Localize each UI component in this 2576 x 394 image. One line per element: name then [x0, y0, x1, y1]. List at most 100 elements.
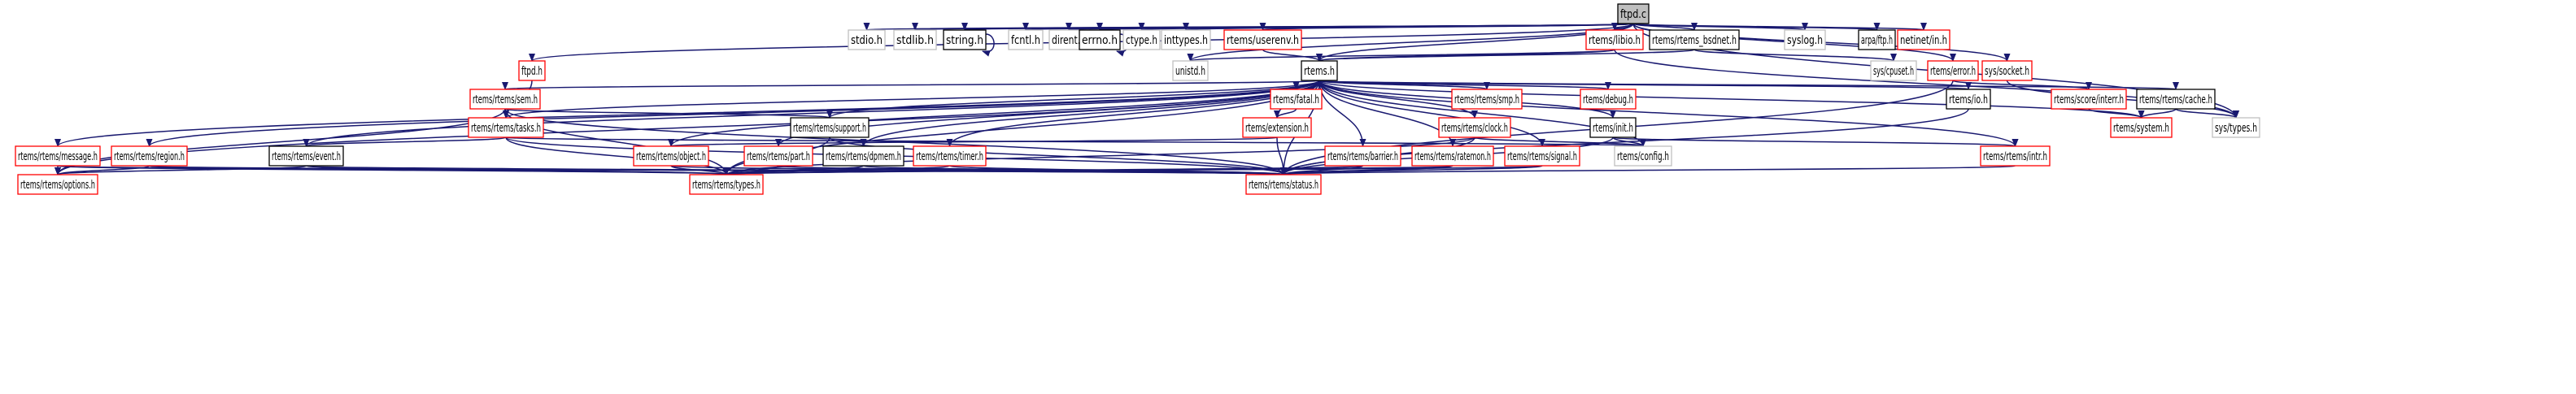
node-box — [1161, 29, 1211, 50]
node-interr[interactable]: rtems/score/interr.h — [2051, 89, 2127, 110]
edge-line — [303, 136, 507, 147]
node-systypes[interactable]: sys/types.h — [2212, 117, 2260, 138]
node-box — [2212, 117, 2260, 138]
node-label: rtems/fatal.h — [1273, 93, 1319, 106]
node-stdlib[interactable]: stdlib.h — [893, 29, 937, 50]
node-event[interactable]: rtems/rtems/event.h — [268, 145, 344, 167]
edge-tasks-to-types — [505, 136, 730, 175]
node-label: rtems/rtems/clock.h — [1441, 122, 1508, 135]
edge-line — [1474, 136, 1646, 147]
edge-line — [1632, 22, 1927, 31]
edge-userenv-to-rtems-h — [1262, 49, 1323, 62]
node-syslog[interactable]: syslog.h — [1784, 29, 1826, 50]
node-unistd[interactable]: unistd.h — [1172, 60, 1209, 81]
node-ctype[interactable]: ctype.h — [1122, 29, 1161, 50]
edge-bsdnet-to-rtems-h — [1316, 49, 1695, 62]
node-socket[interactable]: sys/socket.h — [1981, 60, 2033, 81]
node-extension[interactable]: rtems/extension.h — [1242, 117, 1312, 138]
node-ftpd-c[interactable]: ftpd.c — [1617, 3, 1650, 24]
node-message[interactable]: rtems/rtems/message.h — [15, 145, 101, 167]
node-cache[interactable]: rtems/rtems/cache.h — [2136, 89, 2216, 110]
node-dpmem[interactable]: rtems/rtems/dpmem.h — [822, 145, 904, 167]
node-box — [17, 174, 98, 195]
node-box — [111, 145, 188, 167]
edge-string-to-string — [982, 33, 995, 57]
node-label: arpa/ftp.h — [1861, 34, 1893, 47]
node-region[interactable]: rtems/rtems/region.h — [111, 145, 188, 167]
node-label: rtems/rtems/barrier.h — [1327, 150, 1398, 163]
node-sem[interactable]: rtems/rtems/sem.h — [469, 89, 541, 110]
edge-line — [503, 80, 1320, 119]
node-error[interactable]: rtems/error.h — [1927, 60, 1979, 81]
edge-line — [723, 165, 951, 175]
node-io[interactable]: rtems/io.h — [1946, 89, 1991, 110]
node-box — [1270, 89, 1323, 110]
node-label: netinet/in.h — [1900, 34, 1947, 47]
edge-rtems-h-to-cache — [1319, 80, 2178, 90]
edge-rtems-h-to-region — [146, 80, 1320, 147]
node-label: rtems/userenv.h — [1227, 34, 1299, 47]
node-signal[interactable]: rtems/rtems/signal.h — [1504, 145, 1580, 167]
edge-event-to-options — [54, 165, 307, 175]
node-box — [1617, 3, 1650, 24]
node-debug[interactable]: rtems/debug.h — [1580, 89, 1637, 110]
edge-line — [504, 108, 1287, 175]
node-label: rtems/io.h — [1949, 93, 1988, 106]
node-types[interactable]: rtems/rtems/types.h — [689, 174, 764, 195]
node-box — [1451, 89, 1523, 110]
node-cpuset[interactable]: sys/cpuset.h — [1870, 60, 1917, 81]
node-arpaftp[interactable]: arpa/ftp.h — [1858, 29, 1896, 50]
edge-line — [504, 108, 833, 119]
edge-line — [1262, 49, 1323, 62]
node-fatal[interactable]: rtems/fatal.h — [1270, 89, 1323, 110]
node-clock[interactable]: rtems/rtems/clock.h — [1438, 117, 1511, 138]
edge-line — [1281, 165, 2016, 175]
node-config[interactable]: rtems/config.h — [1614, 145, 1672, 167]
node-options[interactable]: rtems/rtems/options.h — [17, 174, 98, 195]
node-box — [518, 60, 546, 81]
node-init[interactable]: rtems/init.h — [1589, 117, 1637, 138]
node-part[interactable]: rtems/rtems/part.h — [743, 145, 813, 167]
node-box — [1927, 60, 1979, 81]
node-netinetin[interactable]: netinet/in.h — [1897, 29, 1951, 50]
node-box — [268, 145, 344, 167]
node-errno[interactable]: errno.h — [1079, 29, 1121, 50]
node-box — [689, 174, 764, 195]
node-support[interactable]: rtems/rtems/support.h — [790, 117, 870, 138]
node-label: rtems/rtems/dpmem.h — [826, 150, 901, 163]
node-box — [1079, 29, 1121, 50]
node-label: dirent.h — [1052, 34, 1086, 47]
node-label: rtems/rtems/message.h — [18, 150, 98, 163]
node-status[interactable]: rtems/rtems/status.h — [1245, 174, 1322, 195]
edge-line — [2138, 108, 2177, 119]
node-timer[interactable]: rtems/rtems/timer.h — [913, 145, 987, 167]
node-system[interactable]: rtems/system.h — [2110, 117, 2173, 138]
node-intr[interactable]: rtems/rtems/intr.h — [1980, 145, 2051, 167]
node-label: ftpd.c — [1620, 8, 1646, 21]
node-libio[interactable]: rtems/libio.h — [1585, 29, 1644, 50]
edge-line — [2088, 108, 2145, 119]
node-label: rtems/rtems_bsdnet.h — [1652, 34, 1737, 47]
node-label: rtems/rtems/event.h — [272, 150, 341, 163]
edge-cache-to-systypes — [2175, 108, 2239, 119]
node-label: rtems/config.h — [1617, 150, 1669, 163]
node-ratemon[interactable]: rtems/rtems/ratemon.h — [1411, 145, 1494, 167]
node-object[interactable]: rtems/rtems/object.h — [633, 145, 709, 167]
node-box — [1122, 29, 1161, 50]
node-bsdnet[interactable]: rtems/rtems_bsdnet.h — [1649, 29, 1740, 50]
node-box — [1946, 89, 1991, 110]
node-barrier[interactable]: rtems/rtems/barrier.h — [1324, 145, 1401, 167]
node-label: rtems/rtems/tasks.h — [471, 122, 541, 135]
edge-line — [1316, 49, 1695, 62]
node-ftpd-h[interactable]: ftpd.h — [518, 60, 546, 81]
node-string[interactable]: string.h — [943, 29, 987, 50]
node-userenv[interactable]: rtems/userenv.h — [1223, 29, 1302, 50]
node-tasks[interactable]: rtems/rtems/tasks.h — [468, 117, 544, 138]
node-inttypes[interactable]: inttypes.h — [1161, 29, 1211, 50]
node-stdio[interactable]: stdio.h — [848, 29, 886, 50]
node-fcntl[interactable]: fcntl.h — [1008, 29, 1044, 50]
node-box — [1504, 145, 1580, 167]
node-box — [1580, 89, 1637, 110]
node-smp[interactable]: rtems/rtems/smp.h — [1451, 89, 1523, 110]
node-rtems-h[interactable]: rtems.h — [1301, 60, 1338, 81]
